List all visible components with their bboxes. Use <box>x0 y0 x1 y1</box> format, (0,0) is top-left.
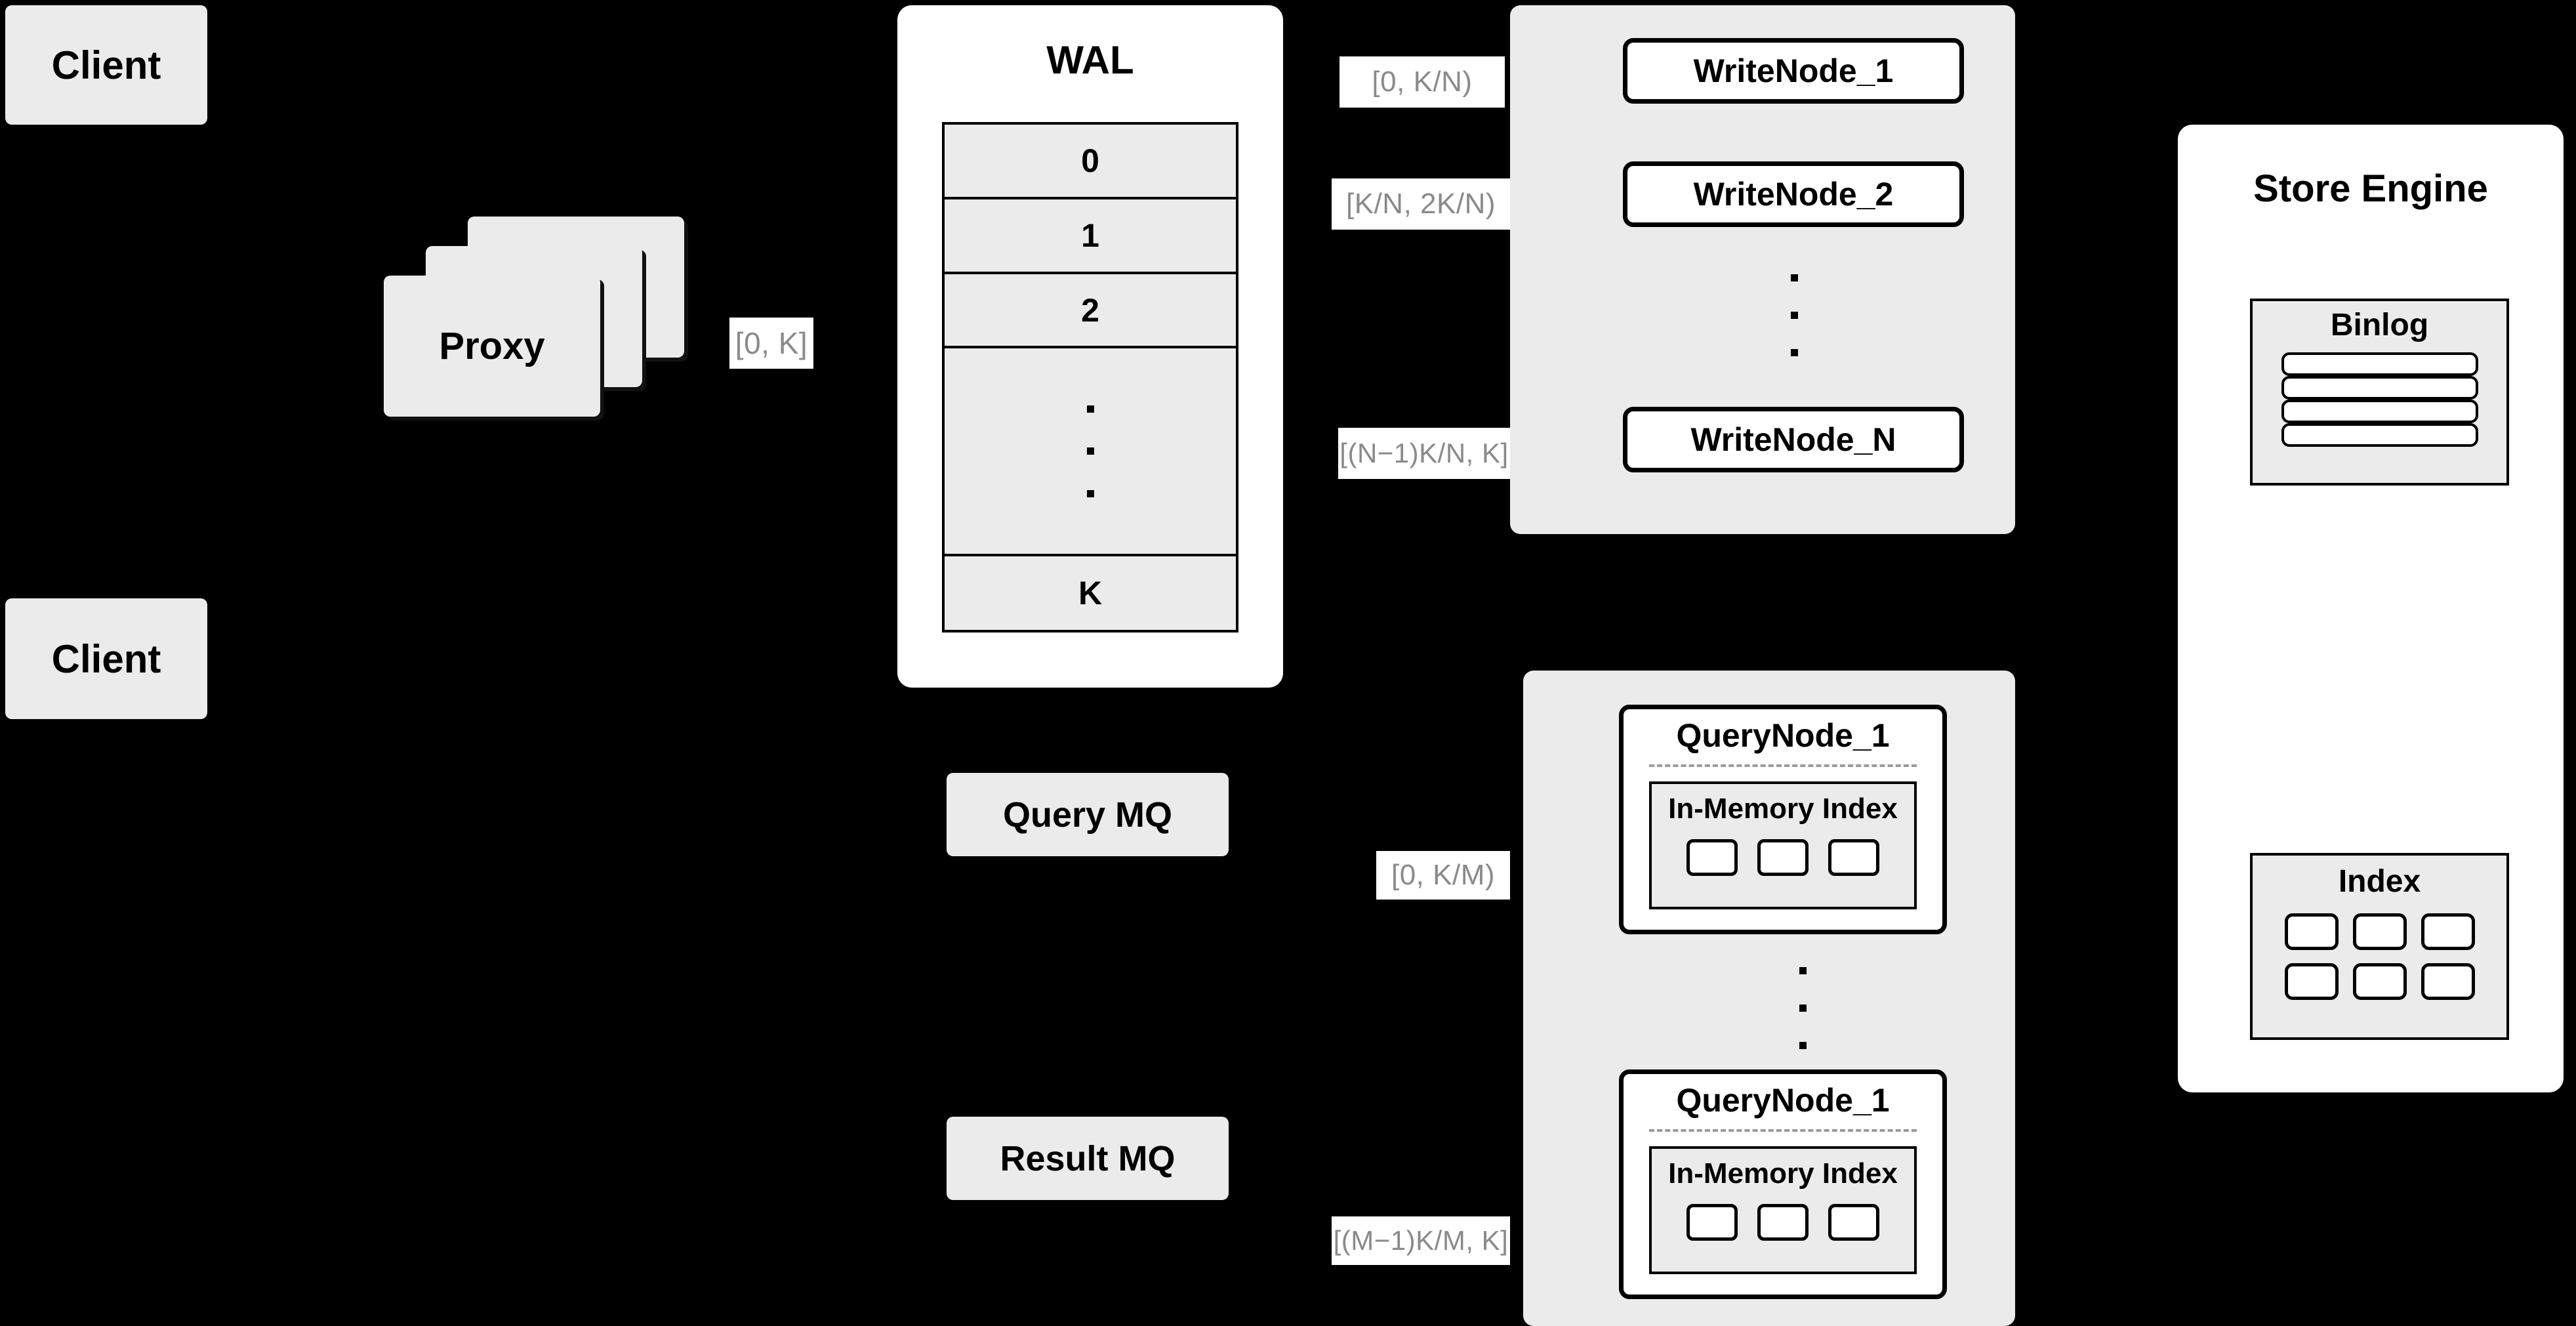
index-cell[interactable] <box>2352 963 2407 1000</box>
wal-row-ellipsis <box>945 348 1236 557</box>
client-box-2[interactable]: Client <box>5 598 207 719</box>
index-cell[interactable] <box>2421 913 2475 950</box>
wal-panel: WAL 0 1 2 K <box>897 5 1283 688</box>
index-cell[interactable] <box>1686 839 1738 876</box>
index-title: Index <box>2338 863 2421 899</box>
write-nodes-ellipsis-icon <box>1790 274 1798 356</box>
binlog-row[interactable] <box>2281 423 2478 447</box>
write-node-2-range-label: [K/N, 2K/N) <box>1332 178 1510 230</box>
write-node-label: WriteNode_N <box>1690 421 1896 458</box>
query-nodes-group: QueryNode_1 In-Memory Index QueryNode_1 <box>1523 671 2015 1326</box>
query-node-m[interactable]: QueryNode_1 In-Memory Index <box>1619 1069 1947 1299</box>
index-cell[interactable] <box>1686 1204 1738 1241</box>
store-engine-panel: Store Engine Binlog Index <box>2178 125 2564 1092</box>
binlog-panel: Binlog <box>2250 299 2509 486</box>
client-label: Client <box>51 43 161 87</box>
query-node-title: QueryNode_1 <box>1676 717 1890 754</box>
query-mq-label: Query MQ <box>1002 795 1173 835</box>
client-box-1[interactable]: Client <box>5 5 207 125</box>
write-node-n[interactable]: WriteNode_N <box>1623 407 1964 472</box>
index-cell[interactable] <box>2352 913 2407 950</box>
proxy-range-label: [0, K] <box>729 318 813 369</box>
query-node-title: QueryNode_1 <box>1676 1082 1890 1119</box>
proxy-card-front[interactable]: Proxy <box>384 276 600 417</box>
write-node-2[interactable]: WriteNode_2 <box>1623 161 1964 227</box>
result-mq-box[interactable]: Result MQ <box>947 1117 1229 1200</box>
in-memory-index-panel-2: In-Memory Index <box>1648 1146 1917 1274</box>
write-node-n-range-label: [(N−1)K/N, K] <box>1338 428 1510 479</box>
in-memory-index-panel-1: In-Memory Index <box>1648 781 1917 909</box>
index-cell[interactable] <box>2421 963 2475 1000</box>
client-label: Client <box>51 636 161 681</box>
in-memory-index-title: In-Memory Index <box>1668 1157 1898 1190</box>
wal-row[interactable]: K <box>1078 575 1103 612</box>
wal-row[interactable]: 0 <box>945 125 1236 199</box>
vertical-ellipsis-icon <box>1086 405 1094 497</box>
in-memory-index-title: In-Memory Index <box>1668 793 1898 825</box>
write-node-1[interactable]: WriteNode_1 <box>1623 38 1964 104</box>
query-mq-box[interactable]: Query MQ <box>947 773 1229 856</box>
write-node-label: WriteNode_1 <box>1693 52 1894 89</box>
binlog-row[interactable] <box>2281 400 2478 423</box>
query-node-divider <box>1648 1129 1917 1132</box>
binlog-row[interactable] <box>2281 376 2478 400</box>
binlog-title: Binlog <box>2330 307 2429 342</box>
query-nodes-ellipsis-icon <box>1799 967 1807 1049</box>
wal-table: 0 1 2 K <box>942 122 1238 632</box>
index-cell[interactable] <box>1757 839 1809 876</box>
query-node-divider <box>1648 764 1917 767</box>
proxy-label: Proxy <box>439 325 545 367</box>
store-engine-title: Store Engine <box>2253 167 2488 210</box>
result-mq-label: Result MQ <box>1000 1138 1176 1178</box>
index-cell[interactable] <box>1757 1204 1809 1241</box>
proxy-stack[interactable]: Proxy <box>384 217 685 426</box>
index-cell[interactable] <box>1828 1204 1879 1241</box>
write-node-label: WriteNode_2 <box>1693 176 1894 213</box>
wal-row[interactable]: 2 <box>945 274 1236 349</box>
index-cell[interactable] <box>1828 839 1879 876</box>
index-panel: Index <box>2250 853 2509 1040</box>
wal-title: WAL <box>1046 37 1134 82</box>
query-node-1[interactable]: QueryNode_1 In-Memory Index <box>1619 705 1947 934</box>
index-cell[interactable] <box>2284 963 2339 1000</box>
write-node-1-range-label: [0, K/N) <box>1339 56 1505 108</box>
query-node-m-range-label: [(M−1)K/M, K] <box>1332 1216 1510 1265</box>
wal-row[interactable]: 1 <box>945 199 1236 274</box>
write-nodes-group: WriteNode_1 WriteNode_2 WriteNode_N <box>1510 5 2015 534</box>
binlog-row[interactable] <box>2281 352 2478 376</box>
index-cell[interactable] <box>2284 913 2339 950</box>
query-node-1-range-label: [0, K/M) <box>1376 851 1510 900</box>
